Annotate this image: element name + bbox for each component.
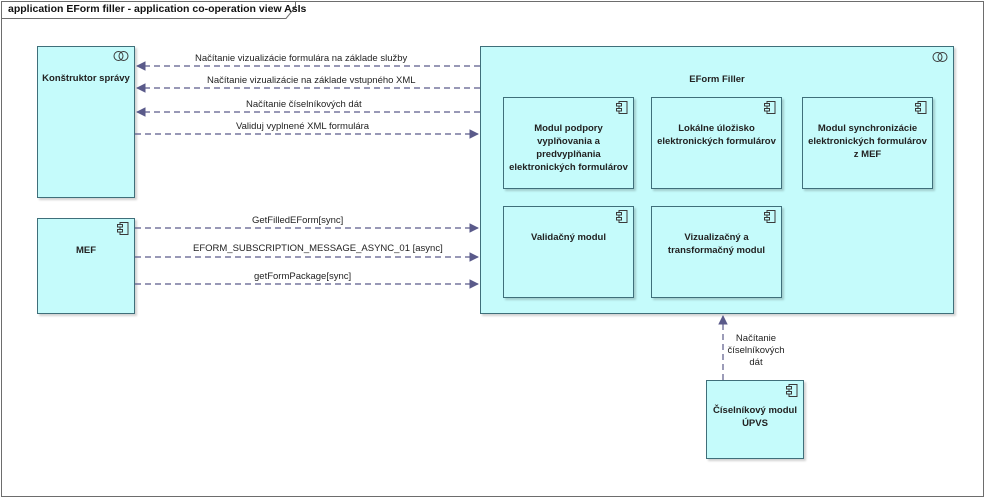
node-konstruktor-spravy[interactable]: Konštruktor správy (37, 46, 135, 198)
edge-label-e2: Načítanie vizualizácie na základe vstupn… (207, 75, 416, 86)
node-label: EForm Filler (689, 74, 745, 85)
diagram-title-tab: application EForm filler - application c… (1, 1, 306, 19)
collaboration-icon (932, 52, 948, 62)
component-icon (764, 101, 776, 114)
component-icon (764, 210, 776, 223)
node-modul-podpory[interactable]: Modul podpory vyplňovania a predvyplňani… (503, 97, 634, 189)
component-icon (616, 101, 628, 114)
edge-label-e3: Načítanie číselníkových dát (246, 99, 362, 110)
node-validacny-modul[interactable]: Validačný modul (503, 206, 634, 298)
node-label: Konštruktor správy (42, 73, 130, 84)
component-icon (915, 101, 927, 114)
node-ciselnikovy-modul[interactable]: Číselníkový modul ÚPVS (706, 380, 804, 459)
edge-label-e6: EFORM_SUBSCRIPTION_MESSAGE_ASYNC_01 [asy… (193, 243, 443, 254)
node-label: MEF (75, 245, 97, 256)
node-vizualizacny-modul[interactable]: Vizualizačný a transformačný modul (651, 206, 782, 298)
node-label: Modul podpory vyplňovania a predvyplňani… (509, 123, 628, 173)
node-label: Modul synchronizácie elektronických form… (808, 123, 927, 160)
node-label: Číselníkový modul ÚPVS (713, 405, 797, 429)
title-tab-shape (1, 1, 296, 19)
edge-label-e1: Načítanie vizualizácie formulára na zákl… (195, 53, 408, 64)
edge-label-e8: Načítanie číselníkových dát (727, 333, 785, 368)
edge-label-e4: Validuj vyplnené XML formulára (236, 121, 370, 132)
node-mef[interactable]: MEF (37, 218, 135, 314)
edge-label-e5: GetFilledEForm[sync] (252, 215, 344, 226)
node-label: Vizualizačný a transformačný modul (667, 232, 766, 256)
node-modul-synchronizacie[interactable]: Modul synchronizácie elektronických form… (802, 97, 933, 189)
component-icon (786, 384, 798, 397)
component-icon (616, 210, 628, 223)
diagram-title: application EForm filler - application c… (8, 3, 307, 15)
edge-label-e7: getFormPackage[sync] (254, 271, 352, 282)
node-lokalne-ulozisko[interactable]: Lokálne úložisko elektronických formulár… (651, 97, 782, 189)
collaboration-icon (113, 51, 129, 61)
node-label: Lokálne úložisko elektronických formulár… (657, 123, 776, 147)
node-label: Validačný modul (531, 232, 606, 243)
component-icon (117, 222, 129, 235)
